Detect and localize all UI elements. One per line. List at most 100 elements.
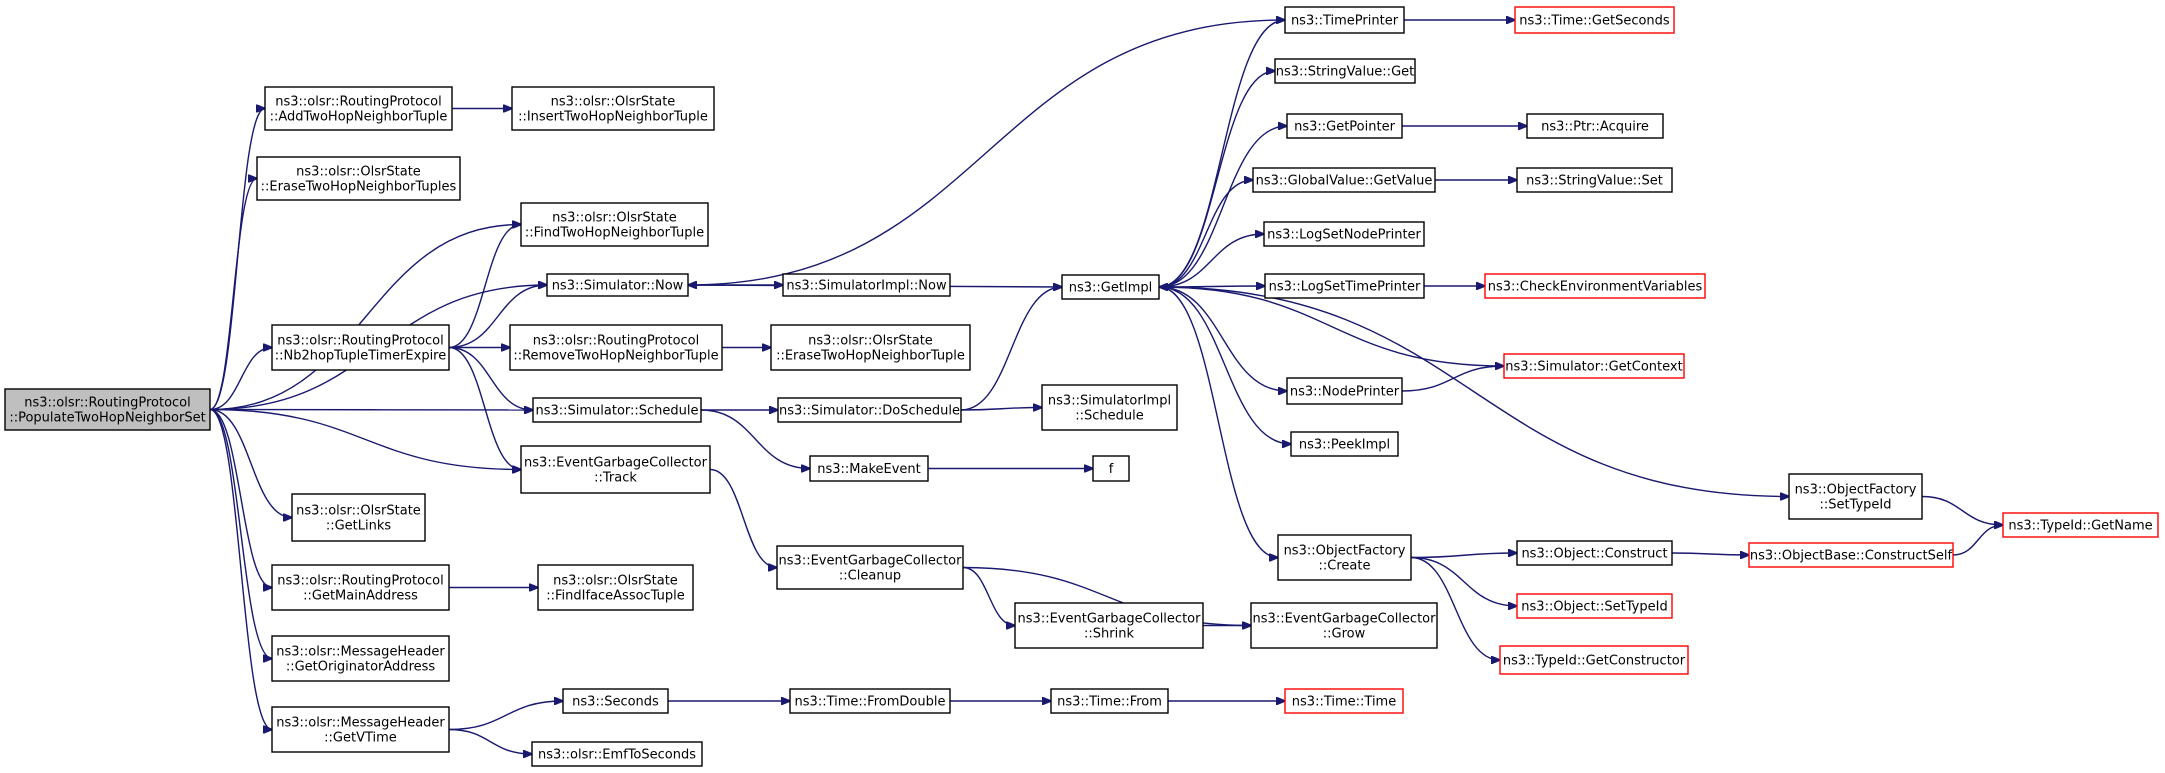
function-node-getPointer[interactable]: ns3::GetPointer <box>1286 113 1403 139</box>
node-label: ns3::olsr::OlsrState <box>296 165 421 180</box>
node-label: ::GetVTime <box>324 731 397 746</box>
call-edge-nb2hop-to-simSchedule <box>448 346 533 411</box>
function-node-objBaseConstructSelf[interactable]: ns3::ObjectBase::ConstructSelf <box>1748 542 1954 568</box>
function-node-ofCreate[interactable]: ns3::ObjectFactory::Create <box>1277 534 1412 581</box>
node-label: ns3::olsr::RoutingProtocol <box>277 334 444 349</box>
function-node-eraseTwoHopA[interactable]: ns3::olsr::OlsrState::EraseTwoHopNeighbo… <box>256 156 461 201</box>
function-node-typeIdGetCtor[interactable]: ns3::TypeId::GetConstructor <box>1499 645 1689 675</box>
call-edge-root-to-egcTrack <box>209 408 521 470</box>
function-node-egcShrink[interactable]: ns3::EventGarbageCollector::Shrink <box>1014 602 1204 649</box>
function-node-findIface[interactable]: ns3::olsr::OlsrState::FindIfaceAssocTupl… <box>537 564 694 611</box>
node-box <box>509 324 723 371</box>
call-edge-getImpl-to-nodePrinter <box>1158 286 1287 391</box>
function-node-objConstruct[interactable]: ns3::Object::Construct <box>1516 540 1673 566</box>
function-node-insertTwoHop[interactable]: ns3::olsr::OlsrState::InsertTwoHopNeighb… <box>511 86 715 131</box>
call-edge-nb2hop-to-findTwoHop <box>448 225 521 349</box>
node-box <box>1014 602 1204 649</box>
node-box <box>1274 58 1416 84</box>
function-node-logSetTimePrinter[interactable]: ns3::LogSetTimePrinter <box>1264 273 1425 299</box>
node-box <box>776 545 964 590</box>
node-label: ns3::PeekImpl <box>1299 438 1390 453</box>
function-node-simNow[interactable]: ns3::Simulator::Now <box>546 273 689 297</box>
function-node-makeEvent[interactable]: ns3::MakeEvent <box>809 455 929 482</box>
function-node-getVTime[interactable]: ns3::olsr::MessageHeader::GetVTime <box>271 706 450 753</box>
function-node-getOrigAddr[interactable]: ns3::olsr::MessageHeader::GetOriginatorA… <box>271 635 450 682</box>
node-box <box>1286 377 1403 405</box>
function-node-checkEnv[interactable]: ns3::CheckEnvironmentVariables <box>1484 273 1706 299</box>
function-node-addTwoHop[interactable]: ns3::olsr::RoutingProtocol::AddTwoHopNei… <box>264 86 453 131</box>
node-label: ns3::ObjectFactory <box>1795 483 1917 498</box>
function-node-doSchedule[interactable]: ns3::Simulator::DoSchedule <box>777 397 962 423</box>
call-edge-objConstruct-to-objBaseConstructSelf <box>1671 553 1749 555</box>
function-node-emfToSec[interactable]: ns3::olsr::EmfToSeconds <box>531 741 703 767</box>
function-node-stringValueGet[interactable]: ns3::StringValue::Get <box>1274 58 1416 84</box>
function-node-simSchedule[interactable]: ns3::Simulator::Schedule <box>532 397 702 423</box>
node-box <box>2002 512 2159 538</box>
node-label: ::Create <box>1319 559 1371 574</box>
node-box <box>520 202 709 247</box>
call-edge-root-to-getLinks <box>209 408 292 518</box>
node-box <box>4 388 211 431</box>
node-box <box>271 564 450 611</box>
node-label: ns3::olsr::OlsrState <box>553 574 678 589</box>
node-label: ns3::olsr::EmfToSeconds <box>538 748 696 763</box>
node-label: ::InsertTwoHopNeighborTuple <box>518 110 708 125</box>
call-edge-doSchedule-to-implSchedule <box>960 408 1042 411</box>
node-label: ns3::olsr::MessageHeader <box>276 645 445 660</box>
node-box <box>1788 473 1923 520</box>
function-node-removeTwoHop[interactable]: ns3::olsr::RoutingProtocol::RemoveTwoHop… <box>509 324 723 371</box>
function-node-ptrAcquire[interactable]: ns3::Ptr::Acquire <box>1526 113 1664 139</box>
function-node-peekImpl[interactable]: ns3::PeekImpl <box>1290 431 1399 457</box>
function-node-eraseTwoHopB[interactable]: ns3::olsr::OlsrState::EraseTwoHopNeighbo… <box>770 324 971 371</box>
function-node-f[interactable]: f <box>1092 455 1130 482</box>
node-label: ::EraseTwoHopNeighborTuple <box>776 349 965 364</box>
call-edge-timePrinter-to-simNow <box>688 19 1286 285</box>
function-node-nb2hop[interactable]: ns3::olsr::RoutingProtocol::Nb2hopTupleT… <box>271 324 450 371</box>
function-node-getMainAddr[interactable]: ns3::olsr::RoutingProtocol::GetMainAddre… <box>271 564 450 611</box>
node-box <box>264 86 453 131</box>
call-edge-nb2hop-to-simNow <box>448 285 547 349</box>
node-label: ns3::EventGarbageCollector <box>524 456 708 471</box>
function-node-egcGrow[interactable]: ns3::EventGarbageCollector::Grow <box>1250 602 1438 649</box>
function-node-simImplNow[interactable]: ns3::SimulatorImpl::Now <box>782 273 951 297</box>
function-node-timeFrom[interactable]: ns3::Time::From <box>1050 688 1169 714</box>
node-box <box>789 688 951 714</box>
function-node-stringValueSet[interactable]: ns3::StringValue::Set <box>1516 167 1673 193</box>
function-node-implSchedule[interactable]: ns3::SimulatorImpl::Schedule <box>1041 384 1178 431</box>
function-node-findTwoHop[interactable]: ns3::olsr::OlsrState::FindTwoHopNeighbor… <box>520 202 709 247</box>
function-node-egcCleanup[interactable]: ns3::EventGarbageCollector::Cleanup <box>776 545 964 590</box>
call-edge-ofCreate-to-objSetTypeId <box>1410 556 1517 607</box>
call-edge-root-to-getMainAddr <box>209 408 272 588</box>
call-edge-root-to-findTwoHop <box>209 225 521 411</box>
function-node-nodePrinter[interactable]: ns3::NodePrinter <box>1286 377 1403 405</box>
node-label: ::GetLinks <box>326 519 392 534</box>
function-node-objSetTypeId[interactable]: ns3::Object::SetTypeId <box>1516 593 1673 619</box>
call-edge-getImpl-to-peekImpl <box>1158 286 1291 444</box>
node-label: ns3::EventGarbageCollector <box>1018 612 1202 627</box>
call-edge-getImpl-to-getPointer <box>1158 126 1287 288</box>
function-node-getSeconds[interactable]: ns3::Time::GetSeconds <box>1514 6 1675 34</box>
node-box <box>546 273 689 297</box>
node-label: ns3::Object::Construct <box>1521 547 1667 562</box>
function-node-fromDouble[interactable]: ns3::Time::FromDouble <box>789 688 951 714</box>
function-node-timeTime[interactable]: ns3::Time::Time <box>1284 688 1404 714</box>
function-node-getLinks[interactable]: ns3::olsr::OlsrState::GetLinks <box>291 493 426 542</box>
function-node-globalGetValue[interactable]: ns3::GlobalValue::GetValue <box>1252 167 1436 193</box>
node-label: ns3::Object::SetTypeId <box>1521 600 1667 615</box>
function-node-root[interactable]: ns3::olsr::RoutingProtocol::PopulateTwoH… <box>4 388 211 431</box>
function-node-logSetNodePrinter[interactable]: ns3::LogSetNodePrinter <box>1263 221 1425 247</box>
node-box <box>537 564 694 611</box>
node-label: ::EraseTwoHopNeighborTuples <box>261 180 457 195</box>
node-box <box>1041 384 1178 431</box>
function-node-egcTrack[interactable]: ns3::EventGarbageCollector::Track <box>520 445 711 494</box>
function-node-ofSetTypeId[interactable]: ns3::ObjectFactory::SetTypeId <box>1788 473 1923 520</box>
function-node-getImpl[interactable]: ns3::GetImpl <box>1061 274 1160 300</box>
node-label: ns3::NodePrinter <box>1290 385 1400 400</box>
call-edge-ofCreate-to-typeIdGetCtor <box>1410 556 1500 661</box>
function-node-seconds[interactable]: ns3::Seconds <box>562 688 669 714</box>
function-node-simGetContext[interactable]: ns3::Simulator::GetContext <box>1503 353 1685 379</box>
function-node-timePrinter[interactable]: ns3::TimePrinter <box>1284 6 1405 34</box>
function-node-typeIdGetName[interactable]: ns3::TypeId::GetName <box>2002 512 2159 538</box>
node-box <box>291 493 426 542</box>
